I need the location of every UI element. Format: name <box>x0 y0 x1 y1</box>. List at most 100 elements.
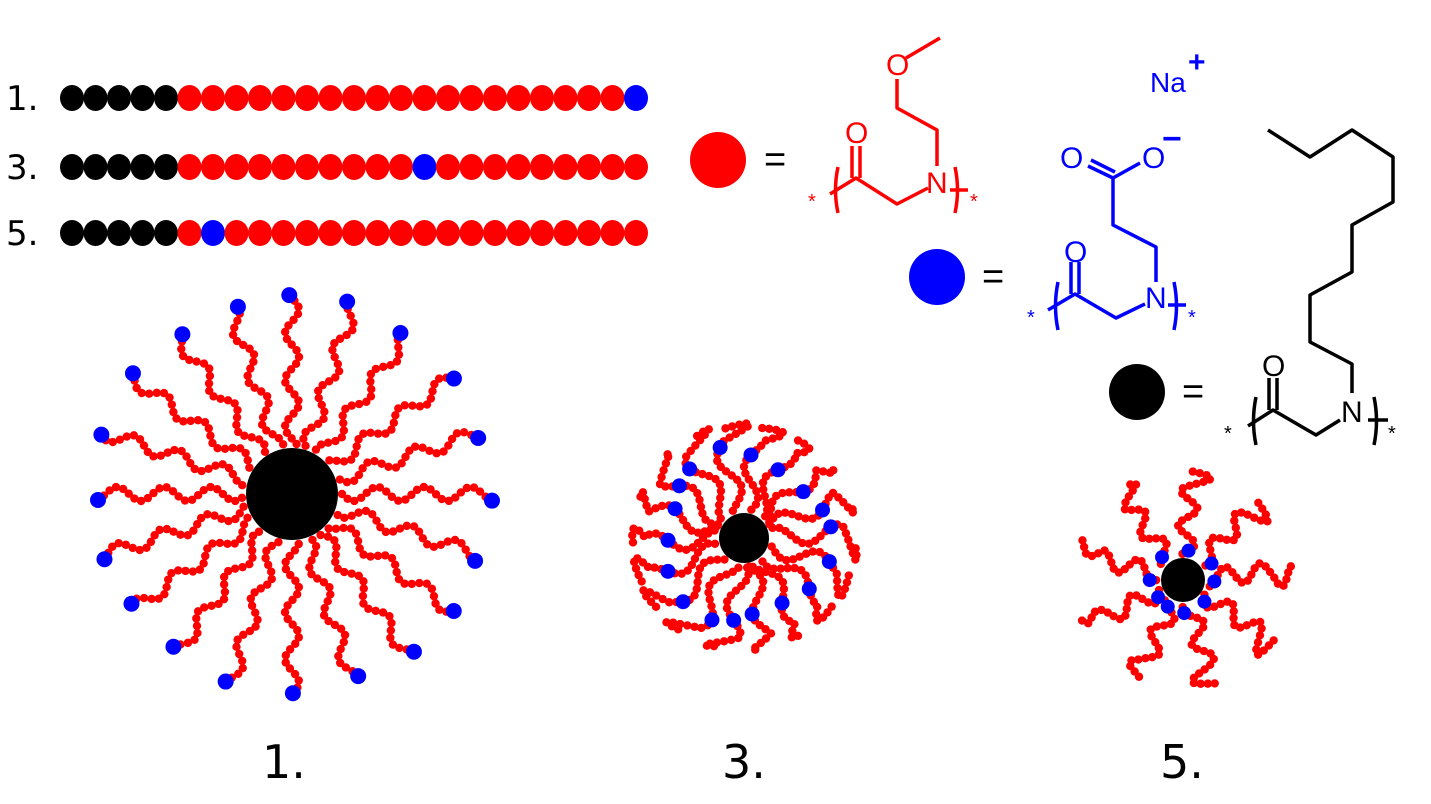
hydrophilic-bead <box>250 383 259 392</box>
hydrophilic-bead <box>394 350 404 359</box>
hydrophilic-bead <box>323 597 332 606</box>
hydrophilic-bead <box>305 563 314 572</box>
hydrophilic-bead <box>307 569 316 579</box>
hydrophilic-bead <box>188 567 198 576</box>
hydrophilic-bead <box>285 551 294 561</box>
hydrophilic-bead <box>274 433 284 443</box>
hydrophilic-bead <box>553 154 578 180</box>
hydrophilic-bead <box>294 396 303 405</box>
charged-bead <box>712 440 728 456</box>
hydrophilic-bead <box>316 530 325 540</box>
black-atom-o-carbonyl: O <box>1262 350 1285 383</box>
hydrophilic-bead <box>192 614 201 623</box>
hydrophilic-bead <box>412 220 437 246</box>
hydrophilic-bead <box>122 432 131 441</box>
hydrophilic-bead <box>281 651 291 660</box>
black-star-left: * <box>1224 423 1232 445</box>
hydrophilic-bead <box>553 85 578 111</box>
hydrophilic-bead <box>1103 608 1112 617</box>
blue-atom-o-left: O <box>1060 142 1083 175</box>
hydrophilic-bead <box>239 630 248 640</box>
hydrophilic-bead <box>337 433 347 442</box>
hydrophilic-bead <box>428 386 437 396</box>
hydrophilic-bead <box>139 593 149 603</box>
hydrophilic-bead <box>600 220 625 246</box>
hydrophilic-bead <box>401 495 410 504</box>
hydrophilic-bead <box>760 491 769 501</box>
hydrophilic-bead <box>263 560 273 570</box>
hydrophilic-bead <box>203 544 212 553</box>
hydrophilic-bead <box>1215 534 1225 543</box>
hydrophilic-bead <box>783 563 792 573</box>
hydrophilic-bead <box>243 371 252 380</box>
hydrophobic-bead <box>60 154 84 180</box>
hydrophilic-bead <box>257 387 266 396</box>
hydrophilic-bead <box>778 578 788 587</box>
hydrophilic-bead <box>389 85 413 111</box>
hydrophilic-bead <box>386 633 395 642</box>
hydrophilic-bead <box>280 608 290 617</box>
hydrophilic-bead <box>232 336 242 346</box>
hydrophilic-bead <box>201 551 210 561</box>
hydrophilic-bead <box>475 487 485 496</box>
hydrophilic-bead <box>628 538 638 547</box>
hydrophilic-bead <box>642 592 651 601</box>
hydrophilic-bead <box>710 539 720 548</box>
hydrophilic-bead <box>720 555 729 564</box>
hydrophilic-bead <box>722 597 732 606</box>
hydrophilic-bead <box>232 476 241 485</box>
hydrophilic-bead <box>215 538 225 548</box>
hydrophilic-bead <box>325 456 334 465</box>
hydrophilic-bead <box>234 669 243 679</box>
hydrophilic-bead <box>808 547 818 556</box>
hydrophilic-bead <box>1077 616 1087 625</box>
hydrophilic-bead <box>790 563 799 573</box>
hydrophilic-bead <box>659 465 668 475</box>
hydrophilic-bead <box>387 553 397 563</box>
hydrophilic-bead <box>436 154 460 180</box>
hydrophilic-bead <box>343 494 352 503</box>
hydrophilic-bead <box>324 377 334 386</box>
hydrophilic-bead <box>690 554 700 563</box>
hydrophilic-bead <box>319 611 329 620</box>
hydrophilic-bead <box>359 577 368 586</box>
hydrophilic-bead <box>1134 655 1143 664</box>
hydrophilic-bead <box>1154 643 1164 653</box>
hydrophilic-bead <box>260 447 270 457</box>
hydrophilic-bead <box>390 560 400 569</box>
hydrophobic-bead <box>130 220 155 246</box>
hydrophilic-bead <box>233 316 242 325</box>
hydrophilic-bead <box>436 540 446 549</box>
hydrophilic-bead <box>422 540 432 549</box>
hydrophilic-bead <box>128 543 137 553</box>
hydrophilic-bead <box>848 505 857 514</box>
hydrophilic-bead <box>208 438 217 448</box>
hydrophilic-bead <box>1126 480 1135 489</box>
blue-charge-minus: − <box>1162 120 1182 158</box>
charged-bead <box>624 85 648 111</box>
hydrophilic-bead <box>264 399 273 408</box>
hydrophilic-bead <box>217 514 226 523</box>
hydrophilic-bead <box>631 564 641 573</box>
hydrophilic-bead <box>149 488 158 498</box>
hydrophilic-bead <box>577 85 601 111</box>
hydrophilic-bead <box>629 524 638 533</box>
hydrophilic-bead <box>693 548 703 557</box>
hydrophilic-bead <box>367 384 376 394</box>
hydrophilic-bead <box>787 509 797 519</box>
hydrophilic-bead <box>400 579 409 588</box>
hydrophilic-bead <box>714 507 723 517</box>
hydrophilic-bead <box>244 378 254 388</box>
hydrophilic-bead <box>347 511 356 520</box>
hydrophilic-bead <box>313 574 322 583</box>
hydrophilic-bead <box>725 433 734 442</box>
hydrophilic-bead <box>1140 563 1149 572</box>
hydrophilic-bead <box>1166 619 1175 629</box>
hydrophilic-bead <box>690 622 699 632</box>
hydrophilic-bead <box>771 425 781 435</box>
hydrophilic-bead <box>285 664 295 673</box>
hydrophilic-bead <box>331 436 340 446</box>
hydrophilic-bead <box>210 511 219 520</box>
hydrophilic-bead <box>169 527 178 536</box>
